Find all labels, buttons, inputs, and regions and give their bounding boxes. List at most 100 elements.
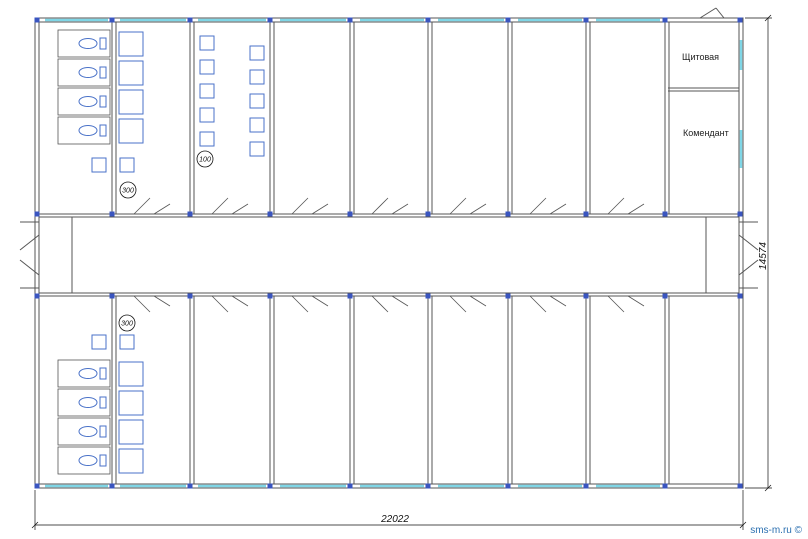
- watermark: sms-m.ru ©: [750, 525, 802, 536]
- toilet-stall: [57, 359, 111, 388]
- toilet-bowl: [78, 397, 98, 408]
- door-bottom: [449, 295, 487, 313]
- toilet-stall: [57, 58, 111, 87]
- lower-toilet-block: [57, 334, 144, 475]
- sink: [249, 45, 265, 61]
- toilet-bowl: [78, 67, 98, 78]
- column: [34, 17, 40, 23]
- toilet-stall: [57, 116, 111, 145]
- door-bottom: [371, 295, 409, 313]
- column: [505, 17, 511, 23]
- column: [267, 293, 273, 299]
- column: [109, 293, 115, 299]
- column: [425, 293, 431, 299]
- width-dimension: 22022: [380, 514, 409, 525]
- sink: [199, 59, 215, 75]
- column: [109, 17, 115, 23]
- door-bottom: [607, 295, 645, 313]
- upper-toilet-block: [57, 29, 144, 173]
- sink: [249, 141, 265, 157]
- sink: [249, 93, 265, 109]
- column: [583, 293, 589, 299]
- columns: [34, 17, 743, 489]
- column: [267, 211, 273, 217]
- door-top: [449, 197, 487, 215]
- urinal: [118, 390, 144, 416]
- column: [34, 483, 40, 489]
- urinal: [118, 448, 144, 474]
- column: [505, 483, 511, 489]
- toilet-stall: [57, 388, 111, 417]
- urinal: [118, 60, 144, 86]
- shower-tray: [119, 157, 135, 173]
- shower-tray: [91, 157, 107, 173]
- toilet-bowl: [78, 125, 98, 136]
- sink-block: [199, 35, 265, 157]
- fixture-tag-sinks: 100: [196, 150, 214, 168]
- windows: [45, 18, 743, 488]
- column: [425, 211, 431, 217]
- shower-tray: [119, 334, 135, 350]
- toilet-tank: [99, 367, 107, 380]
- toilet-tank: [99, 124, 107, 137]
- fixture-tag-upper-shower: 300: [119, 181, 137, 199]
- column: [347, 483, 353, 489]
- column: [662, 293, 668, 299]
- column: [583, 17, 589, 23]
- urinal: [118, 361, 144, 387]
- column: [187, 17, 193, 23]
- urinal: [118, 118, 144, 144]
- column: [737, 211, 743, 217]
- urinal: [118, 419, 144, 445]
- door-bottom: [529, 295, 567, 313]
- dimension-lines: [31, 14, 772, 530]
- toilet-tank: [99, 396, 107, 409]
- outer-walls: [34, 17, 744, 489]
- column: [583, 211, 589, 217]
- column: [662, 211, 668, 217]
- svg-text:300: 300: [121, 321, 133, 328]
- room-partitions: [111, 22, 670, 484]
- door-top: [371, 197, 409, 215]
- toilet-tank: [99, 425, 107, 438]
- column: [505, 211, 511, 217]
- door-top: [211, 197, 249, 215]
- commandant-room-label: Комендант: [683, 128, 729, 138]
- door-bottom: [133, 295, 171, 313]
- toilet-tank: [99, 37, 107, 50]
- column: [425, 483, 431, 489]
- toilet-tank: [99, 66, 107, 79]
- toilet-bowl: [78, 96, 98, 107]
- column: [34, 211, 40, 217]
- toilet-tank: [99, 454, 107, 467]
- sink: [249, 69, 265, 85]
- column: [662, 483, 668, 489]
- column: [737, 293, 743, 299]
- column: [347, 17, 353, 23]
- sink: [199, 131, 215, 147]
- entrance-vestibules: [19, 217, 759, 293]
- door-bottom: [291, 295, 329, 313]
- electrical-room-label: Щитовая: [682, 52, 719, 62]
- toilet-stall: [57, 446, 111, 475]
- fixture-tag-lower-shower: 300: [118, 314, 136, 332]
- sink: [199, 83, 215, 99]
- door-top: [607, 197, 645, 215]
- column: [347, 293, 353, 299]
- column: [425, 17, 431, 23]
- toilet-bowl: [78, 426, 98, 437]
- toilet-bowl: [78, 455, 98, 466]
- door-bottom: [211, 295, 249, 313]
- service-rooms: [668, 7, 739, 92]
- height-dimension: 14574: [758, 242, 769, 270]
- toilet-bowl: [78, 368, 98, 379]
- column: [187, 293, 193, 299]
- svg-text:100: 100: [199, 157, 211, 164]
- urinal: [118, 89, 144, 115]
- column: [737, 17, 743, 23]
- doors: [133, 197, 645, 313]
- column: [109, 483, 115, 489]
- column: [267, 17, 273, 23]
- door-top: [529, 197, 567, 215]
